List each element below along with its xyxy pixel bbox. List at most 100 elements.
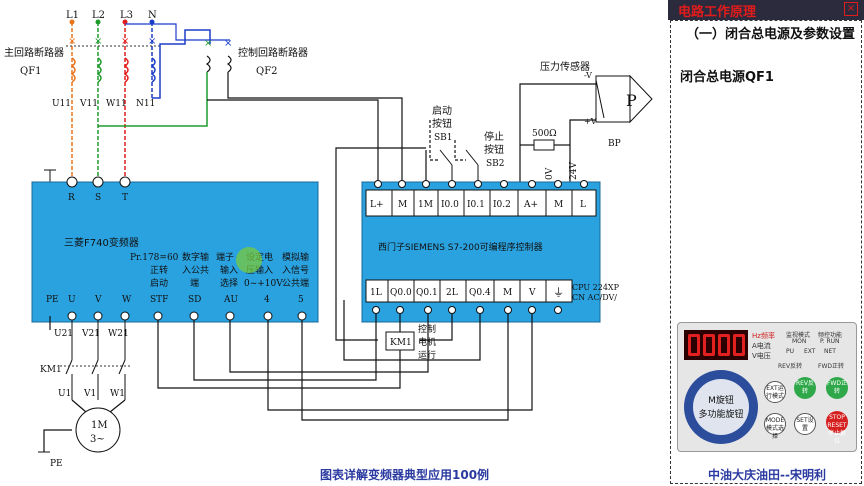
plc-term-m1: M <box>398 200 407 210</box>
supply-lines: × × × × <box>66 19 160 182</box>
term-u1: U1 <box>58 389 71 399</box>
plc-term-m3: M <box>503 288 512 298</box>
mode-button-label: MODE模式选择 <box>765 417 785 440</box>
vfd-term-s: S <box>95 193 101 203</box>
vfd-term-4: 4 <box>264 295 270 305</box>
vfd-sd-1: 数字输 <box>182 251 209 263</box>
mon-label: MON <box>792 338 807 345</box>
footer-book-title: 图表详解变频器典型应用100例 <box>320 468 490 482</box>
pressure-sensor: P <box>595 74 653 124</box>
vfd-pr-1: Pr.178=60 <box>130 253 179 263</box>
vfd-au-3: 选择 <box>220 277 238 289</box>
main-breaker-id: QF1 <box>20 66 42 77</box>
vfd-vset-3: 0~+10V <box>244 279 283 289</box>
sensor-plus: +V <box>584 117 597 126</box>
cursor-highlight <box>236 247 262 273</box>
hz-label: Hz频率 <box>752 332 775 340</box>
plc-term-v: V <box>528 288 536 298</box>
stop-reset-button[interactable]: STOP RESET停止复位 <box>826 411 848 445</box>
ground-icon: ⏚ <box>553 286 564 299</box>
pu-label: PU <box>786 348 795 355</box>
vfd-ai-2: 入信号 <box>282 264 309 276</box>
close-icon[interactable]: × <box>844 2 858 16</box>
resistor <box>533 139 555 151</box>
plc-name: 西门子SIEMENS S7-200可编程序控制器 <box>378 241 543 253</box>
sensor-symbol: P <box>626 91 637 110</box>
motor-icon <box>75 407 121 453</box>
plc-term-i01: I0.1 <box>467 200 485 210</box>
stop-btn-l3: SB2 <box>486 159 505 169</box>
plc-term-l: L <box>580 200 586 210</box>
plc-term-i02: I0.2 <box>493 200 511 210</box>
control-loop: × × <box>98 23 403 182</box>
sidebar-content-box <box>670 20 862 484</box>
vfd-au-2: 输入 <box>220 264 238 276</box>
prun-label: P. RUN <box>820 338 840 345</box>
multifunction-knob[interactable]: M旋钮 多功能旋钮 <box>684 370 758 444</box>
stop-btn-l1: 停止 <box>484 130 504 143</box>
resistor-label: 500Ω <box>532 129 557 139</box>
phase-l3-label: L3 <box>120 10 133 21</box>
vfd-sd-3: 端 <box>190 277 199 289</box>
term-w1: W1 <box>110 389 125 399</box>
knob-face: M旋钮 多功能旋钮 <box>693 379 749 435</box>
stop-reset-button-label: STOP RESET停止复位 <box>827 414 847 445</box>
ext-mode-button-label: EXT运行模式 <box>765 385 784 400</box>
mode-button[interactable]: MODE模式选择 <box>764 413 786 440</box>
phase-l2-label: L2 <box>92 10 105 21</box>
v-label: V电压 <box>752 352 771 360</box>
sensor-minus: -V <box>584 71 592 80</box>
vfd-operation-panel: Hz频率 A电流 V电压 监视模式 频控功能 MON P. RUN PU EXT… <box>677 322 857 452</box>
knob-label-1: M旋钮 <box>708 396 734 406</box>
sidebar-step-title: （一）闭合总电源及参数设置 <box>686 27 856 42</box>
contactor-km1 <box>60 320 130 400</box>
vfd-name: 三菱F740变频器 <box>64 236 139 249</box>
knob-label-2: 多功能旋钮 <box>698 410 744 420</box>
vfd-sd-2: 入公共 <box>182 265 209 276</box>
stop-btn-l2: 按钮 <box>484 143 504 156</box>
vfd-pr-3: 启动 <box>150 277 168 289</box>
svg-text:×: × <box>121 36 129 47</box>
plc-term-1l: 1L <box>370 288 382 298</box>
term-v21: V21 <box>81 329 100 339</box>
plc-term-aplus: A+ <box>523 200 538 210</box>
ext-mode-button[interactable]: EXT运行模式 <box>764 381 786 403</box>
sidebar-header: 电路工作原理 × <box>668 0 864 20</box>
start-btn-l3: SB1 <box>434 133 453 143</box>
vfd-term-pe: PE <box>46 295 59 305</box>
plc-term-m2: M <box>554 200 563 210</box>
v0-label: 0V <box>545 167 555 180</box>
sensor-id: BP <box>608 139 621 149</box>
set-button[interactable]: SET设置 <box>794 413 816 435</box>
term-w11: W11 <box>106 99 127 109</box>
vfd-term-r: R <box>68 193 75 203</box>
plc-term-q04: Q0.4 <box>469 288 491 298</box>
set-button-label: SET设置 <box>796 417 814 432</box>
motor-label-2: 3~ <box>90 434 105 445</box>
rev-label: REV反转 <box>778 363 803 370</box>
start-stop-switches <box>425 120 479 182</box>
vfd-pr-2: 正转 <box>150 264 168 276</box>
svg-text:×: × <box>224 38 232 49</box>
fwd-button[interactable]: FWD正转 <box>826 377 848 399</box>
signal-wiring <box>157 147 533 421</box>
plc-top-terms <box>365 180 597 217</box>
km1-desc-1: 控制 <box>418 323 436 335</box>
vfd-term-v: V <box>94 295 102 305</box>
km1-coil <box>385 331 415 351</box>
a-label: A电流 <box>752 342 771 350</box>
vfd-module <box>31 181 319 323</box>
km1-desc-3: 运行 <box>418 349 436 361</box>
mode-monitor: 监视模式 <box>786 332 811 339</box>
vfd-ai-1: 模拟输 <box>282 251 309 263</box>
vfd-term-5: 5 <box>298 295 304 305</box>
term-u21: U21 <box>54 329 73 339</box>
term-u11: U11 <box>52 99 71 109</box>
motor-label-1: 1M <box>91 420 108 431</box>
plc-term-i00: I0.0 <box>441 200 459 210</box>
svg-text:×: × <box>148 36 156 47</box>
ctrl-breaker-label: 控制回路断路器 <box>238 46 308 59</box>
vfd-term-sd: SD <box>188 295 201 305</box>
circuit-diagram: L1 L2 L3 N × × × × × × 主回路断路器 <box>4 10 653 469</box>
rev-button[interactable]: REV反转 <box>794 377 816 399</box>
